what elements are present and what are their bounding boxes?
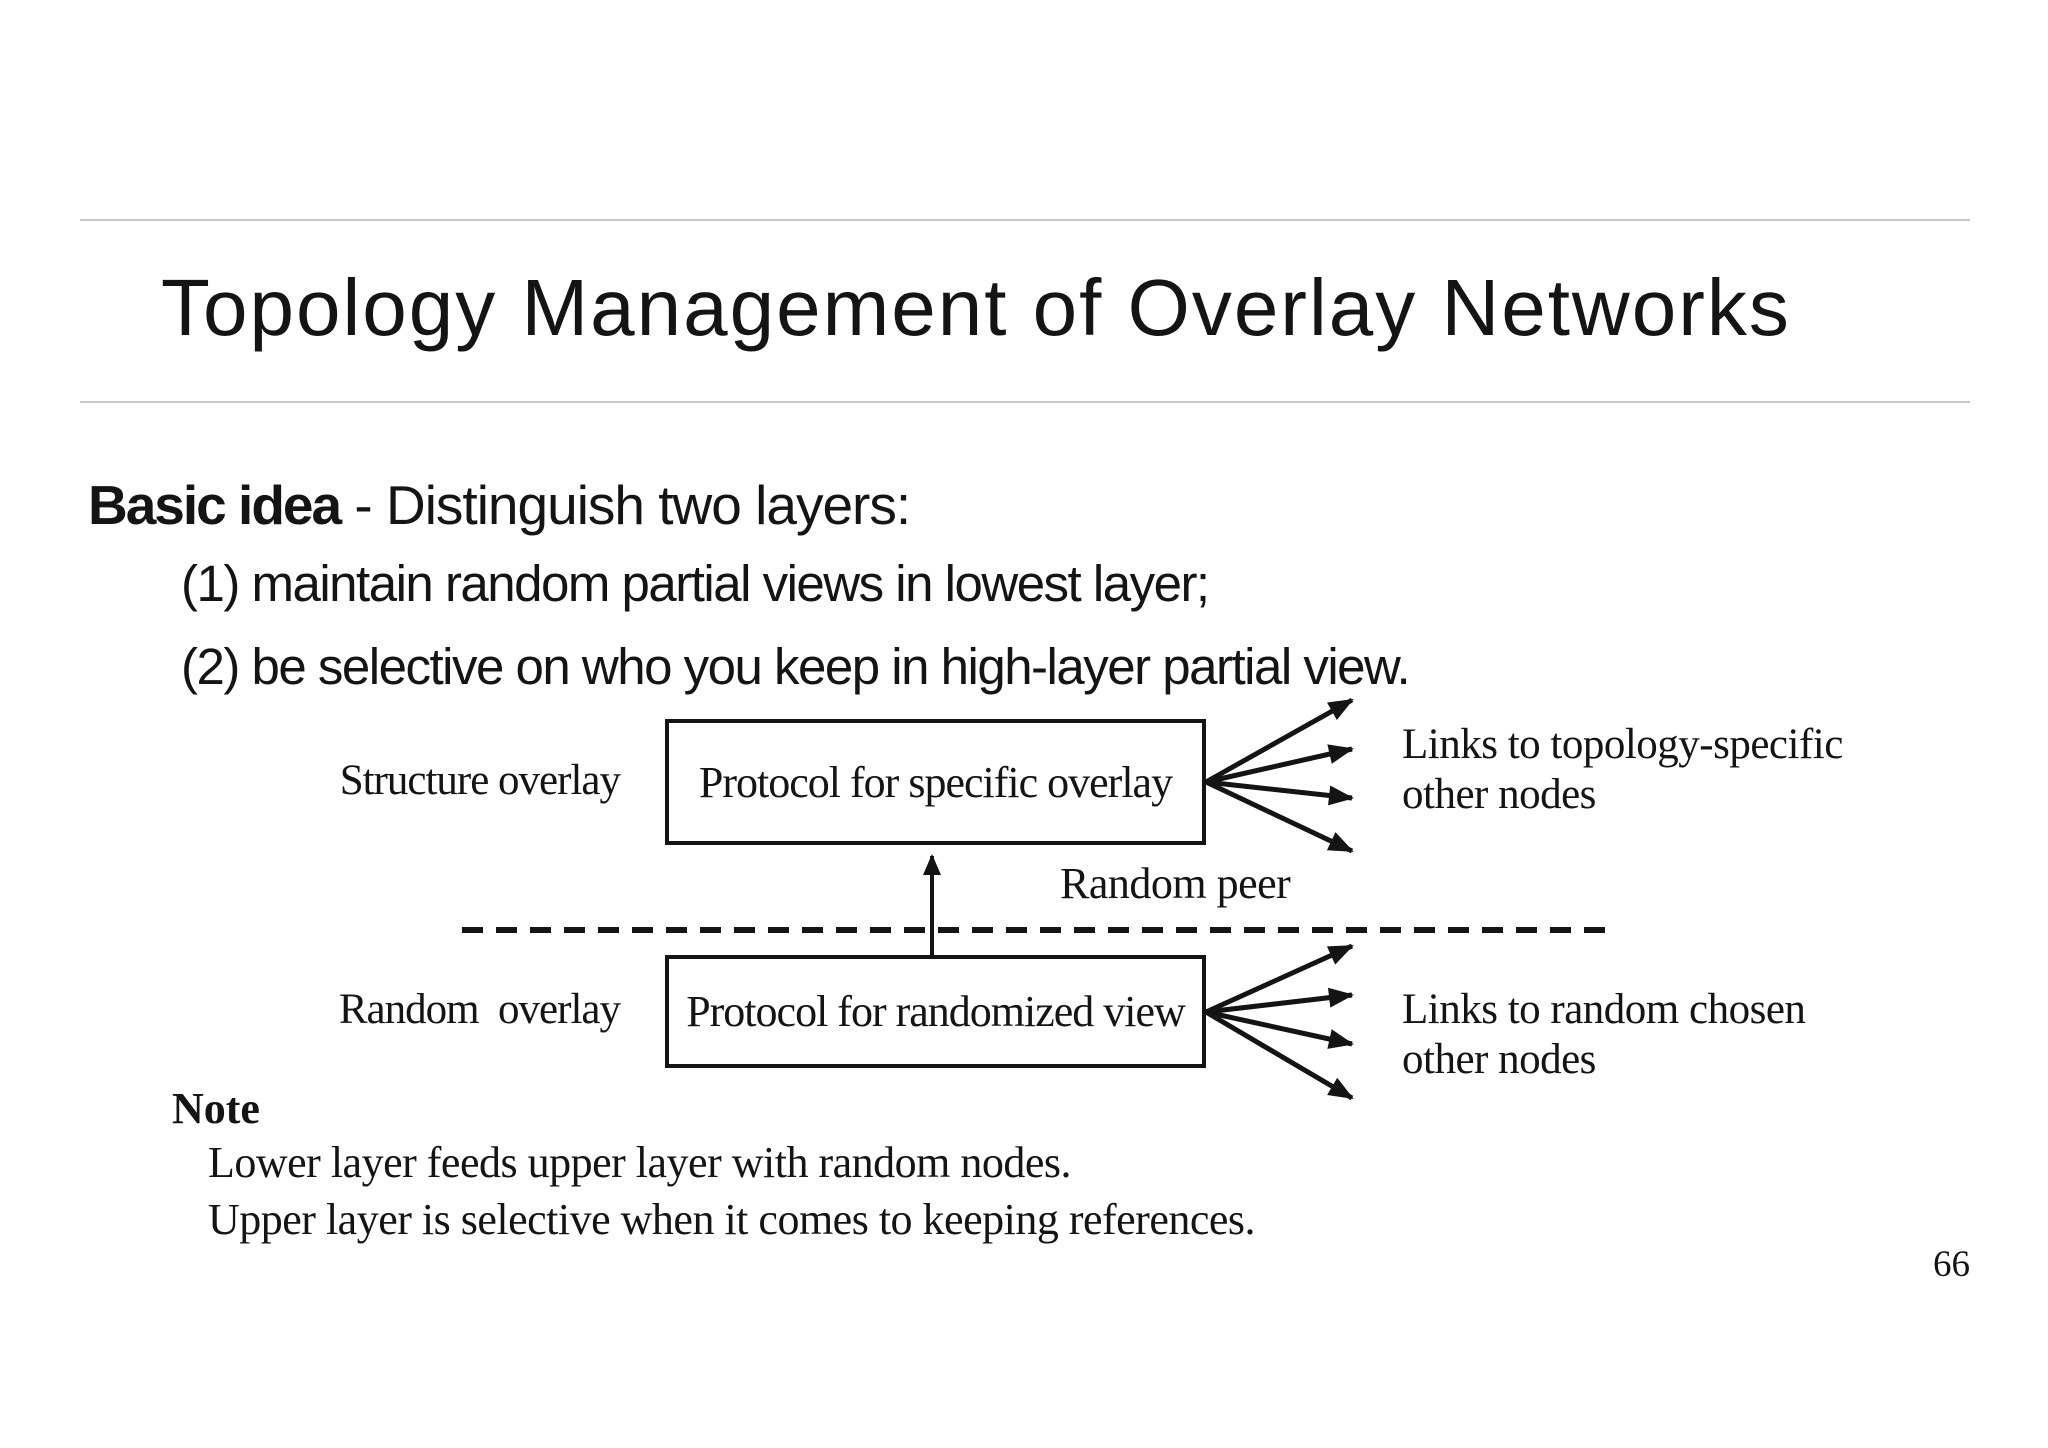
upper-fan-arrows bbox=[1204, 697, 1354, 854]
page-number: 66 bbox=[1933, 1244, 1970, 1285]
note-heading: Note bbox=[172, 1084, 260, 1133]
upper-protocol-box-label: Protocol for specific overlay bbox=[698, 757, 1173, 807]
random-peer-label: Random peer bbox=[1060, 859, 1291, 908]
lower-links-line1: Links to random chosen bbox=[1402, 986, 1806, 1033]
basic-idea-heading: Basic idea - Distinguish two layers: bbox=[88, 478, 911, 533]
title-bottom-rule bbox=[80, 401, 1970, 403]
slide-title: Topology Management of Overlay Networks bbox=[161, 263, 1791, 352]
lower-links-label: Links to random chosen other nodes bbox=[1402, 985, 1806, 1085]
lower-fan-arrows bbox=[1204, 943, 1354, 1101]
structure-overlay-label: Structure overlay bbox=[339, 757, 621, 804]
title-top-rule bbox=[80, 219, 1970, 221]
list-item-2: (2) be selective on who you keep in high… bbox=[181, 638, 1411, 695]
lower-links-line2: other nodes bbox=[1402, 1036, 1596, 1083]
upper-links-label: Links to topology-specific other nodes bbox=[1402, 720, 1843, 820]
lower-protocol-box-label: Protocol for randomized view bbox=[686, 987, 1186, 1036]
random-overlay-label: Random overlay bbox=[338, 986, 621, 1033]
note-line-1: Lower layer feeds upper layer with rando… bbox=[208, 1138, 1072, 1187]
basic-idea-bold: Basic idea bbox=[88, 474, 342, 536]
lower-protocol-box: Protocol for randomized view bbox=[665, 955, 1206, 1068]
upper-links-line2: other nodes bbox=[1402, 771, 1596, 818]
list-item-1: (1) maintain random partial views in low… bbox=[181, 555, 1210, 612]
upper-links-line1: Links to topology-specific bbox=[1402, 721, 1843, 768]
upper-protocol-box: Protocol for specific overlay bbox=[665, 719, 1206, 845]
note-line-2: Upper layer is selective when it comes t… bbox=[208, 1195, 1256, 1244]
basic-idea-rest: - Distinguish two layers: bbox=[340, 474, 911, 536]
